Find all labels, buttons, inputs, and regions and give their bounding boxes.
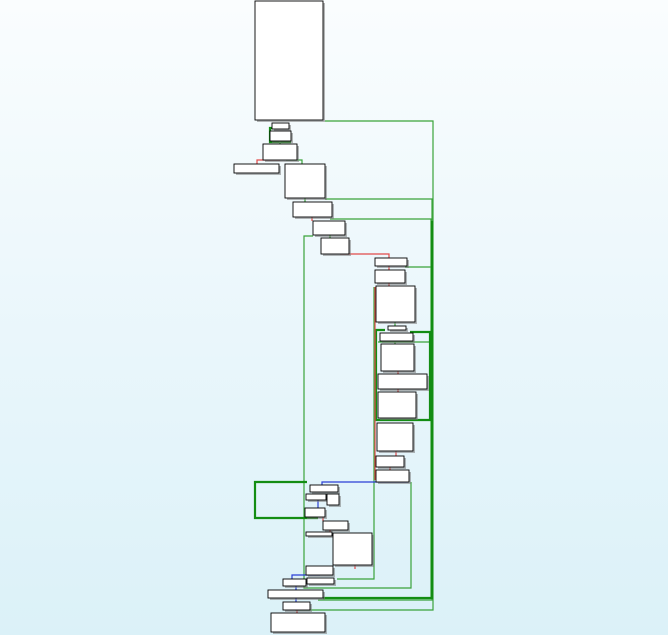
basic-block-node-6[interactable]	[284, 163, 327, 200]
basic-block-node-28[interactable]	[305, 565, 335, 577]
node-body	[375, 285, 416, 323]
node-body	[306, 577, 335, 585]
node-body	[271, 122, 290, 130]
bottom-right-thick	[323, 221, 434, 600]
basic-block-node-13[interactable]	[387, 325, 408, 332]
node-body	[309, 484, 339, 493]
basic-block-node-14[interactable]	[379, 332, 415, 343]
basic-block-node-16[interactable]	[377, 373, 429, 391]
node-body	[320, 237, 350, 255]
left-loop-frame	[253, 480, 318, 520]
basic-block-node-25[interactable]	[322, 520, 350, 532]
basic-block-node-8[interactable]	[312, 220, 347, 237]
node-body	[267, 589, 324, 599]
node-body	[305, 565, 334, 576]
basic-block-node-1[interactable]	[254, 0, 325, 122]
node-body	[379, 332, 414, 342]
basic-block-node-9[interactable]	[320, 237, 351, 256]
basic-block-node-33[interactable]	[270, 612, 327, 634]
basic-block-node-5[interactable]	[233, 163, 281, 175]
node-body	[270, 612, 326, 633]
basic-block-node-17[interactable]	[377, 391, 418, 420]
basic-block-node-22[interactable]	[305, 493, 328, 502]
node-body	[233, 163, 280, 174]
node-body	[375, 469, 410, 483]
node-body	[326, 493, 340, 506]
basic-block-node-12[interactable]	[375, 285, 417, 324]
basic-block-node-15[interactable]	[380, 343, 416, 373]
basic-block-node-20[interactable]	[375, 469, 411, 484]
node-body	[304, 507, 326, 518]
node-body	[377, 391, 417, 419]
node-body	[292, 201, 333, 218]
basic-block-node-31[interactable]	[267, 589, 325, 600]
node-body	[254, 0, 324, 121]
node-body	[374, 257, 408, 267]
basic-block-node-29[interactable]	[282, 578, 308, 588]
node-body	[387, 325, 407, 331]
nodes	[233, 0, 429, 634]
basic-block-node-7[interactable]	[292, 201, 334, 219]
node-body	[282, 578, 307, 587]
basic-block-node-18[interactable]	[376, 422, 415, 453]
basic-block-node-2[interactable]	[271, 122, 291, 131]
node-body	[305, 493, 327, 501]
node-body	[322, 520, 349, 531]
basic-block-node-10[interactable]	[374, 257, 409, 268]
node-body	[375, 455, 405, 468]
node-body	[332, 532, 373, 566]
node-body	[284, 163, 326, 199]
node-body	[376, 422, 414, 452]
node-body	[269, 130, 292, 142]
basic-block-node-21[interactable]	[309, 484, 340, 494]
node-body	[377, 373, 428, 390]
loop-frame-6	[337, 287, 375, 580]
basic-block-node-30[interactable]	[306, 577, 336, 586]
node-body	[374, 269, 406, 284]
basic-block-node-26[interactable]	[305, 531, 334, 538]
node-body	[380, 343, 415, 372]
basic-block-node-23[interactable]	[326, 493, 341, 507]
basic-block-node-32[interactable]	[282, 601, 312, 612]
basic-block-node-4[interactable]	[262, 143, 299, 162]
basic-block-node-11[interactable]	[374, 269, 407, 285]
node-body	[305, 531, 333, 537]
node-body	[282, 601, 311, 611]
node-body	[262, 143, 298, 161]
node-body	[312, 220, 346, 236]
basic-block-node-24[interactable]	[304, 507, 327, 519]
basic-block-node-19[interactable]	[375, 455, 406, 469]
basic-block-node-3[interactable]	[269, 130, 293, 143]
edge-7	[340, 253, 390, 258]
basic-block-node-27[interactable]	[332, 532, 374, 567]
